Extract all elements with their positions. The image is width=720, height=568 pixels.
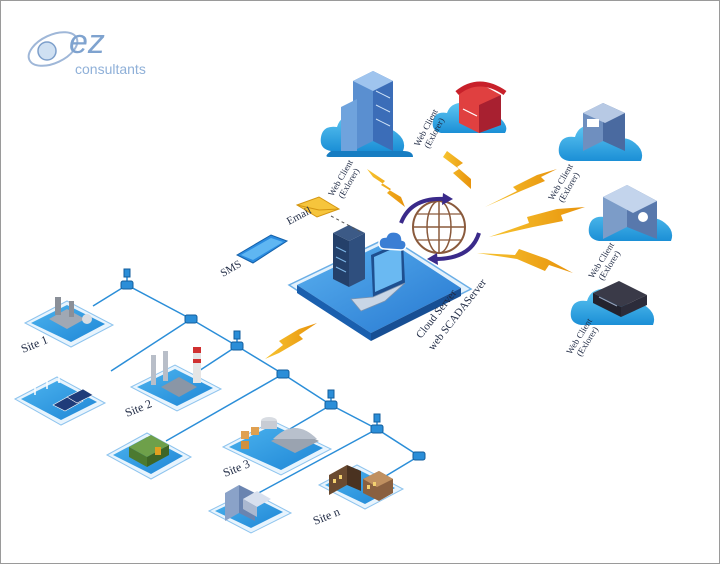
sensor-icon: [120, 268, 134, 290]
orbit-arrow-icon: [399, 196, 446, 224]
solar-panel-icon: [52, 388, 94, 412]
logo-mark: ez: [69, 23, 105, 61]
email-link-line: [330, 215, 364, 234]
platform-side: [371, 288, 461, 341]
lightning-icon: [477, 249, 573, 273]
power-plant-icon: [151, 347, 201, 397]
renewable-energy-tile: [13, 352, 107, 426]
cloud-server-platform: [287, 225, 473, 341]
logo-globe-icon: [37, 41, 57, 61]
sensor-icon: [230, 330, 244, 351]
cloud-icon: [378, 231, 407, 251]
web-client-1: Web Client (Exlorer): [320, 71, 413, 200]
laptop-icon: [350, 241, 406, 312]
logo-orbit-icon: [27, 31, 79, 67]
company-logo: ez consultants: [27, 23, 146, 77]
sensor-icon: [370, 413, 384, 434]
wireless-links: [265, 151, 585, 359]
web-client-2: Web Client (Exlorer): [412, 81, 507, 150]
server-rack-icon: [333, 225, 365, 287]
hospital-building-icon: [583, 103, 625, 151]
link-branch: [165, 373, 284, 442]
site-2-label: Site 2: [123, 396, 154, 419]
stadium-building-icon: [455, 81, 507, 133]
site-n-label: Site n: [311, 504, 342, 527]
site-1-tile: [23, 297, 115, 348]
office-building-icon: [225, 485, 271, 521]
sensor-nodes: [120, 268, 426, 461]
container-icon: [129, 435, 169, 467]
web-client-5: Web Client (Exlorer): [564, 281, 655, 358]
sensor-icon: [412, 451, 426, 461]
townhouse-icon: [329, 465, 393, 501]
factory-icon: [241, 417, 319, 453]
link-branch: [110, 318, 192, 372]
office-building-icon: [341, 71, 393, 151]
warehouse-building-icon: [593, 281, 647, 317]
lightning-icon: [265, 323, 317, 359]
orbit-arrow-icon: [434, 232, 481, 261]
cloud-icon: [558, 124, 643, 161]
lightning-icon: [489, 207, 585, 237]
site-3-label: Site 3: [221, 456, 252, 479]
email-label: Email: [285, 205, 314, 228]
factory-icon: [49, 297, 92, 329]
lightning-icon: [367, 169, 405, 207]
link-branch: [252, 428, 378, 497]
internet-globe: [399, 193, 481, 265]
warehouse-tile: [105, 432, 193, 480]
site-2-tile: [129, 347, 223, 412]
lightning-icon: [485, 169, 557, 207]
site-3-tile: [221, 417, 333, 476]
logo-name: consultants: [75, 61, 146, 77]
lightning-icon: [443, 151, 471, 189]
site-n-tile: [317, 464, 405, 510]
link-branch: [282, 404, 332, 434]
sensor-icon: [184, 314, 198, 324]
platform-side: [297, 285, 371, 341]
sensor-icon: [324, 389, 338, 410]
web-client-4: Web Client (Exlorer): [586, 185, 673, 282]
hospital-building-icon: [603, 185, 657, 239]
office-tile: [207, 485, 293, 534]
sensor-icon: [276, 369, 290, 379]
site-1-label: Site 1: [19, 332, 50, 355]
sms-notification: SMS: [219, 234, 289, 280]
wind-turbine-icon: [27, 352, 68, 395]
sms-label: SMS: [219, 258, 244, 279]
